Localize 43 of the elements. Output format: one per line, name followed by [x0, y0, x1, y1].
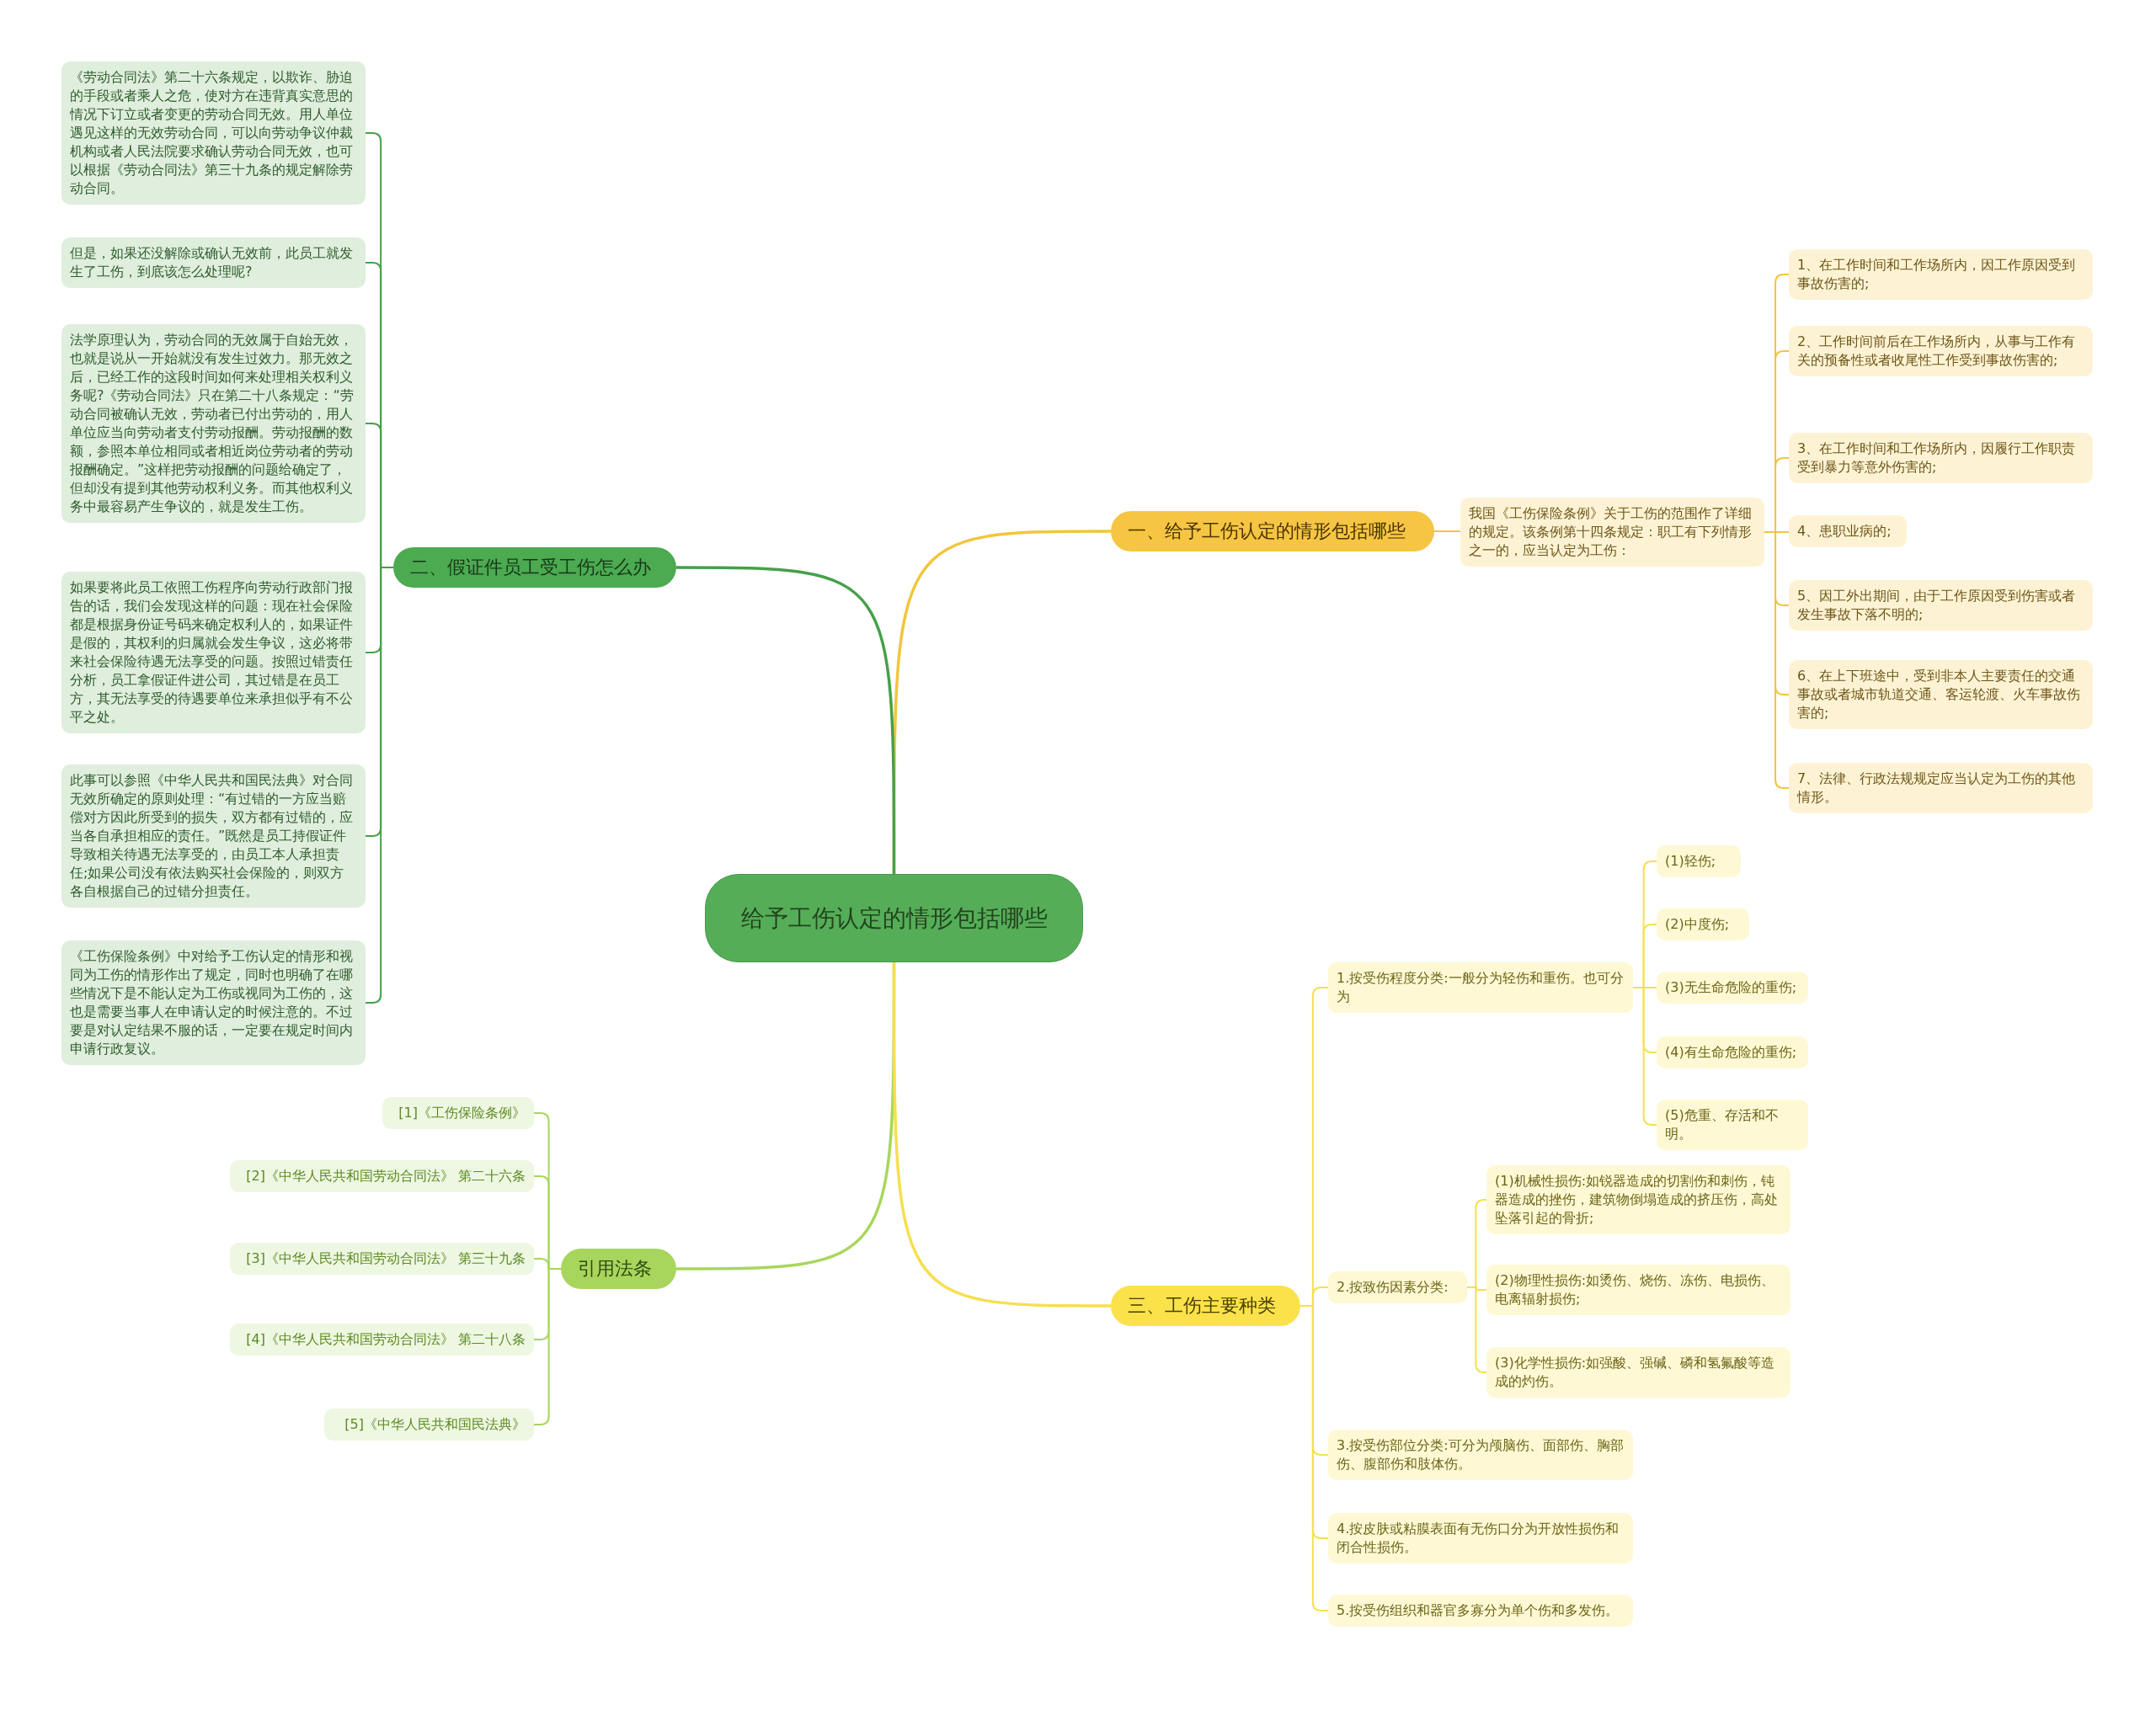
topic-card: (1)机械性损伤:如锐器造成的切割伤和刺伤，钝器造成的挫伤，建筑物倒塌造成的挤压伤，高处坠落引起的骨折;	[1486, 1165, 1790, 1234]
topic-card: 5、因工外出期间，由于工作原因受到伤害或者发生事故下落不明的;	[1789, 580, 2093, 631]
topic-card: 此事可以参照《中华人民共和国民法典》对合同无效所确定的原则处理：“有过错的一方应当赔偿对方因此所受到的损失，双方都有过错的，应当各自承担相应的责任。”既然是员工持假证件导致相关待遇无法享受的，由员工本人承担责任;如果公司没有依法购买社会保险的，则双方各自根据自己的过错分担责任。	[61, 764, 366, 908]
branch-topic: 一、给予工伤认定的情形包括哪些	[1111, 511, 1434, 551]
reference-card: [4]《中华人民共和国劳动合同法》 第二十八条	[230, 1324, 534, 1356]
reference-card: [5]《中华人民共和国民法典》	[324, 1409, 534, 1441]
topic-card: 5.按受伤组织和器官多寡分为单个伤和多发伤。	[1328, 1595, 1633, 1627]
topic-card: 3、在工作时间和工作场所内，因履行工作职责受到暴力等意外伤害的;	[1789, 433, 2093, 483]
branch-topic: 三、工伤主要种类	[1111, 1286, 1300, 1326]
connector-line	[1764, 531, 1790, 789]
topic-card: 4.按皮肤或粘膜表面有无伤口分为开放性损伤和闭合性损伤。	[1328, 1513, 1633, 1564]
connector-line	[1433, 530, 1461, 532]
reference-card: [1]《工伤保险条例》	[382, 1097, 534, 1129]
topic-card: (2)中度伤;	[1657, 908, 1749, 940]
topic-card: 7、法律、行政法规规定应当认定为工伤的其他情形。	[1789, 763, 2093, 813]
topic-card: (4)有生命危险的重伤;	[1657, 1036, 1808, 1068]
connector-line	[892, 962, 1111, 1308]
connector-line	[533, 1268, 562, 1425]
topic-card: 3.按受伤部位分类:可分为颅脑伤、面部伤、胸部伤、腹部伤和肢体伤。	[1328, 1430, 1633, 1480]
topic-card: 法学原理认为，劳动合同的无效属于自始无效，也就是说从一开始就没有发生过效力。那无效之后，已经工作的这段时间如何来处理相关权利义务呢?《劳动合同法》只在第二十八条规定：“劳动合同被确认无效，劳动者已付出劳动的，用人单位应当向劳动者支付劳动报酬。劳动报酬的数额，参照本单位相同或者相近岗位劳动者的劳动报酬确定。”这样把劳动报酬的问题给确定了，但却没有提到其他劳动权利义务。而其他权利义务中最容易产生争议的，就是发生工伤。	[61, 324, 366, 523]
topic-card: 我国《工伤保险条例》关于工伤的范围作了详细的规定。该条例第十四条规定：职工有下列情形之一的，应当认定为工伤：	[1460, 498, 1764, 567]
reference-card: [2]《中华人民共和国劳动合同法》 第二十六条	[230, 1160, 534, 1192]
topic-card: 但是，如果还没解除或确认无效前，此员工就发生了工伤，到底该怎么处理呢?	[61, 237, 366, 288]
reference-card: [3]《中华人民共和国劳动合同法》 第三十九条	[230, 1243, 534, 1275]
topic-card: (2)物理性损伤:如烫伤、烧伤、冻伤、电损伤、电离辐射损伤;	[1486, 1265, 1790, 1315]
topic-card: 1.按受伤程度分类:一般分为轻伤和重伤。也可分为	[1328, 962, 1633, 1013]
branch-topic: 引用法条	[561, 1249, 676, 1289]
connector-line	[1466, 1286, 1487, 1373]
topic-card: (5)危重、存活和不明。	[1657, 1100, 1808, 1150]
branch-topic: 二、假证件员工受工伤怎么办	[393, 547, 676, 588]
topic-card: 2.按致伤因素分类:	[1328, 1271, 1467, 1303]
topic-card: 6、在上下班途中，受到非本人主要责任的交通事故或者城市轨道交通、客运轮渡、火车事故伤害的;	[1789, 660, 2093, 729]
topic-card: 《劳动合同法》第二十六条规定，以欺诈、胁迫的手段或者乘人之危，使对方在违背真实意思的情况下订立或者变更的劳动合同无效。用人单位遇见这样的无效劳动合同，可以向劳动争议仲裁机构或者人民法院要求确认劳动合同无效，也可以根据《劳动合同法》第三十九条的规定解除劳动合同。	[61, 61, 366, 205]
topic-card: 1、在工作时间和工作场所内，因工作原因受到事故伤害的;	[1789, 249, 2093, 300]
topic-card: 4、患职业病的;	[1789, 515, 1907, 547]
topic-card: (1)轻伤;	[1657, 845, 1741, 877]
topic-card: 如果要将此员工依照工伤程序向劳动行政部门报告的话，我们会发现这样的问题：现在社会保险都是根据身份证号码来确定权利人的，如果证件是假的，其权利的归属就会发生争议，这必将带来社会保险待遇无法享受的问题。按照过错责任分析，员工拿假证件进公司，其过错是在员工方，其无法享受的待遇要单位来承担似乎有不公平之处。	[61, 572, 366, 733]
topic-card: 《工伤保险条例》中对给予工伤认定的情形和视同为工伤的情形作出了规定，同时也明确了在哪些情况下是不能认定为工伤或视同为工伤的，这也是需要当事人在申请认定的时候注意的。不过要是对认定结果不服的话，一定要在规定时间内申请行政复议。	[61, 940, 366, 1065]
topic-card: (3)无生命危险的重伤;	[1657, 972, 1808, 1004]
topic-card: 2、工作时间前后在工作场所内，从事与工作有关的预备性或者收尾性工作受到事故伤害的;	[1789, 326, 2093, 376]
topic-card: (3)化学性损伤:如强酸、强碱、磷和氢氟酸等造成的灼伤。	[1486, 1347, 1790, 1398]
connector-line	[676, 566, 896, 874]
central-topic: 给予工伤认定的情形包括哪些	[705, 874, 1083, 962]
